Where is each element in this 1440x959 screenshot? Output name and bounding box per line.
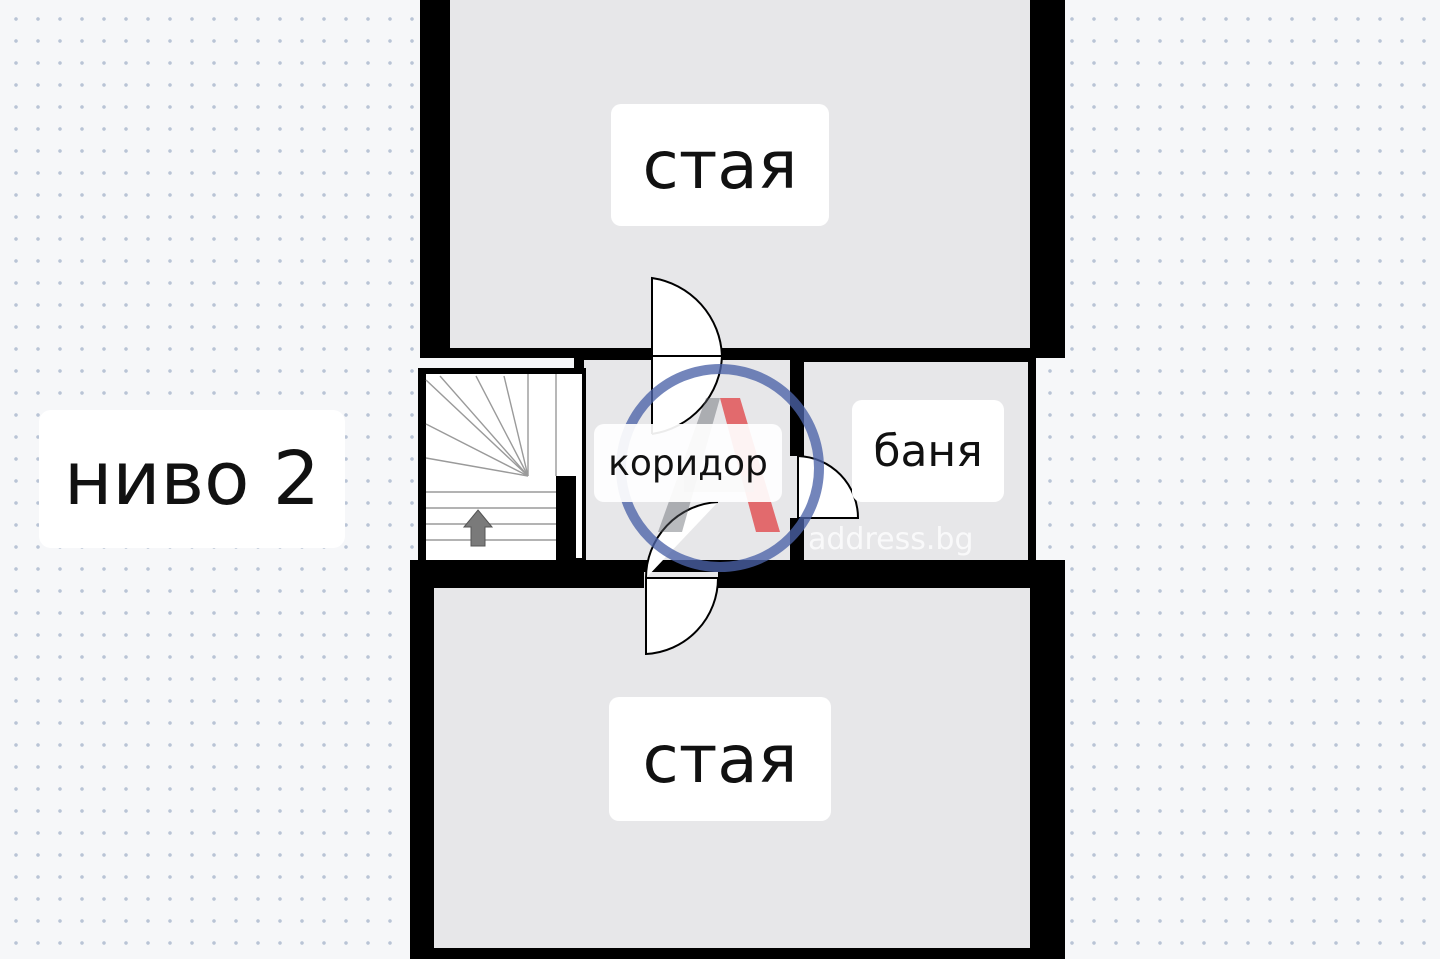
watermark-site-text: address.bg [808,522,974,557]
room-label-top: стая [611,104,829,226]
staircase [418,368,586,564]
door-top [651,276,724,435]
door-bottom [644,501,720,656]
room-label-bottom: стая [609,697,831,821]
corridor-label: коридор [594,424,782,502]
level-label: ниво 2 [39,410,345,548]
bathroom-label: баня [852,400,1004,502]
stairs-up-arrow-icon [462,509,494,547]
